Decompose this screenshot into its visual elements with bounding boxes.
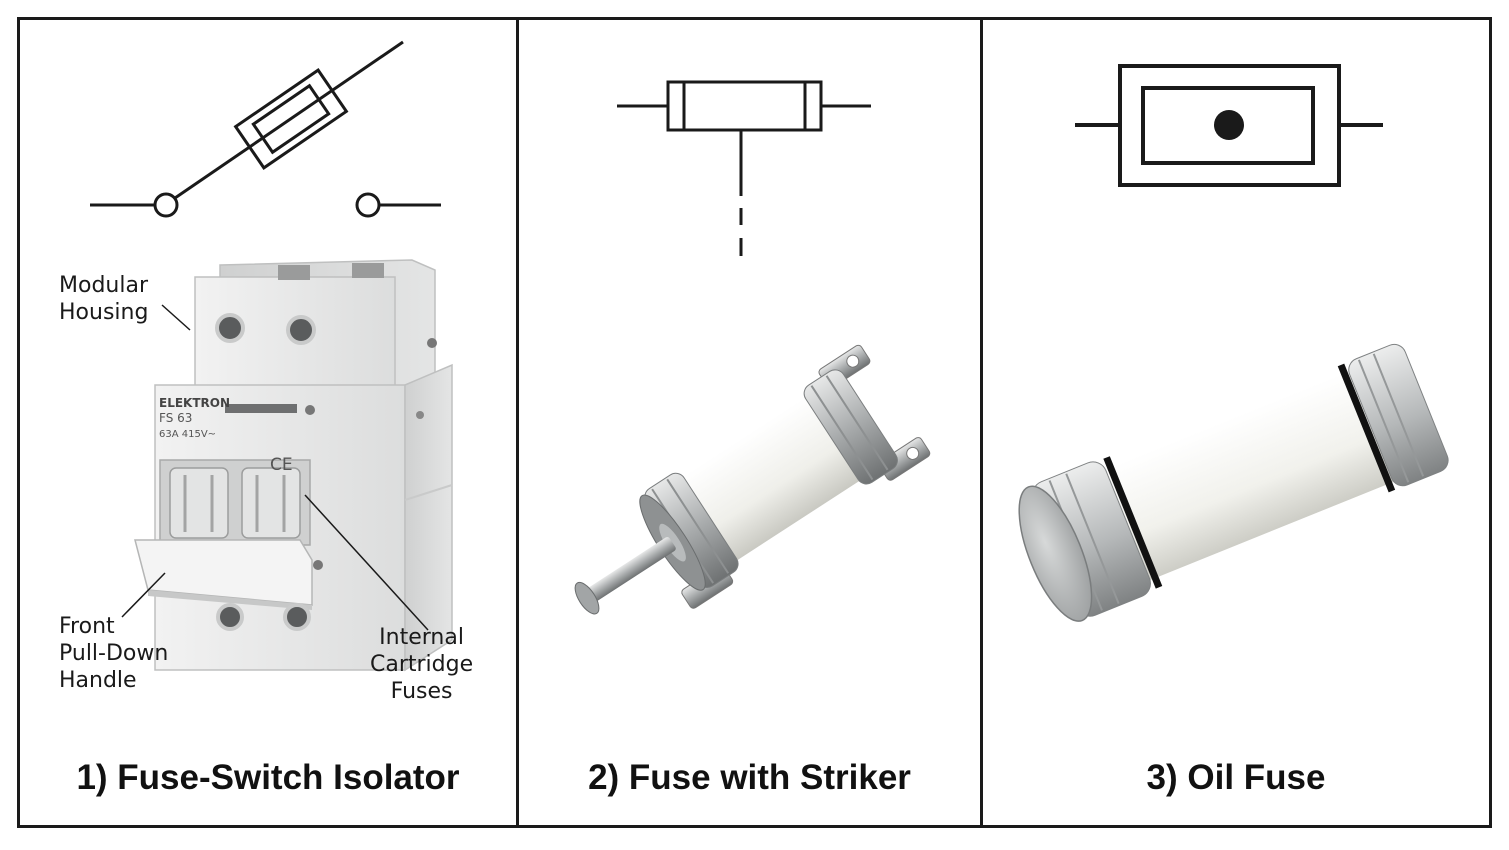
fuse-switch-symbol bbox=[90, 40, 441, 218]
oil-fuse-drawing bbox=[1018, 64, 1449, 622]
callout-line: Modular bbox=[59, 273, 148, 298]
callout-leaders bbox=[121, 304, 429, 631]
striker-fuse-cartridge bbox=[574, 344, 931, 615]
callout-line: Handle bbox=[59, 668, 137, 693]
callout-line: Front bbox=[59, 614, 115, 639]
device-ce-mark: CE bbox=[270, 455, 293, 475]
figure-frame bbox=[17, 17, 1492, 828]
callout-front-pull-down-handle: Front Pull-Down Handle bbox=[59, 613, 168, 694]
device-rating: 63A 415V~ bbox=[159, 429, 216, 440]
device-model: FS 63 bbox=[159, 411, 192, 425]
caption-fuse-with-striker: 2) Fuse with Striker bbox=[588, 758, 911, 797]
caption-oil-fuse: 3) Oil Fuse bbox=[1146, 758, 1326, 797]
panel-oil-fuse: 3) Oil Fuse bbox=[983, 20, 1489, 825]
fuse-with-striker-drawing bbox=[574, 80, 931, 615]
panel-fuse-with-striker: 2) Fuse with Striker bbox=[519, 20, 980, 825]
fuse-switch-isolator-drawing: ELEKTRON FS 63 63A 415V~ CE bbox=[90, 40, 453, 672]
callout-line: Housing bbox=[59, 300, 149, 325]
callout-line: Internal bbox=[379, 625, 464, 650]
callout-line: Fuses bbox=[390, 679, 453, 704]
callout-internal-cartridge-fuses: Internal Cartridge Fuses bbox=[370, 624, 473, 705]
oil-fuse-cartridge bbox=[1018, 343, 1449, 622]
panel-fuse-switch-isolator: ELEKTRON FS 63 63A 415V~ CE Modular Hous… bbox=[20, 20, 516, 825]
caption-fuse-switch-isolator: 1) Fuse-Switch Isolator bbox=[76, 758, 460, 797]
fuse-striker-symbol bbox=[617, 80, 871, 256]
device-brand: ELEKTRON bbox=[159, 396, 230, 410]
callout-modular-housing: Modular Housing bbox=[59, 272, 148, 326]
isolator-device bbox=[134, 259, 453, 672]
oil-fuse-symbol bbox=[1075, 64, 1383, 187]
callout-line: Cartridge bbox=[370, 652, 474, 677]
panel-divider-2 bbox=[980, 17, 983, 828]
panel-divider-1 bbox=[516, 17, 519, 828]
callout-line: Pull-Down bbox=[59, 641, 169, 666]
